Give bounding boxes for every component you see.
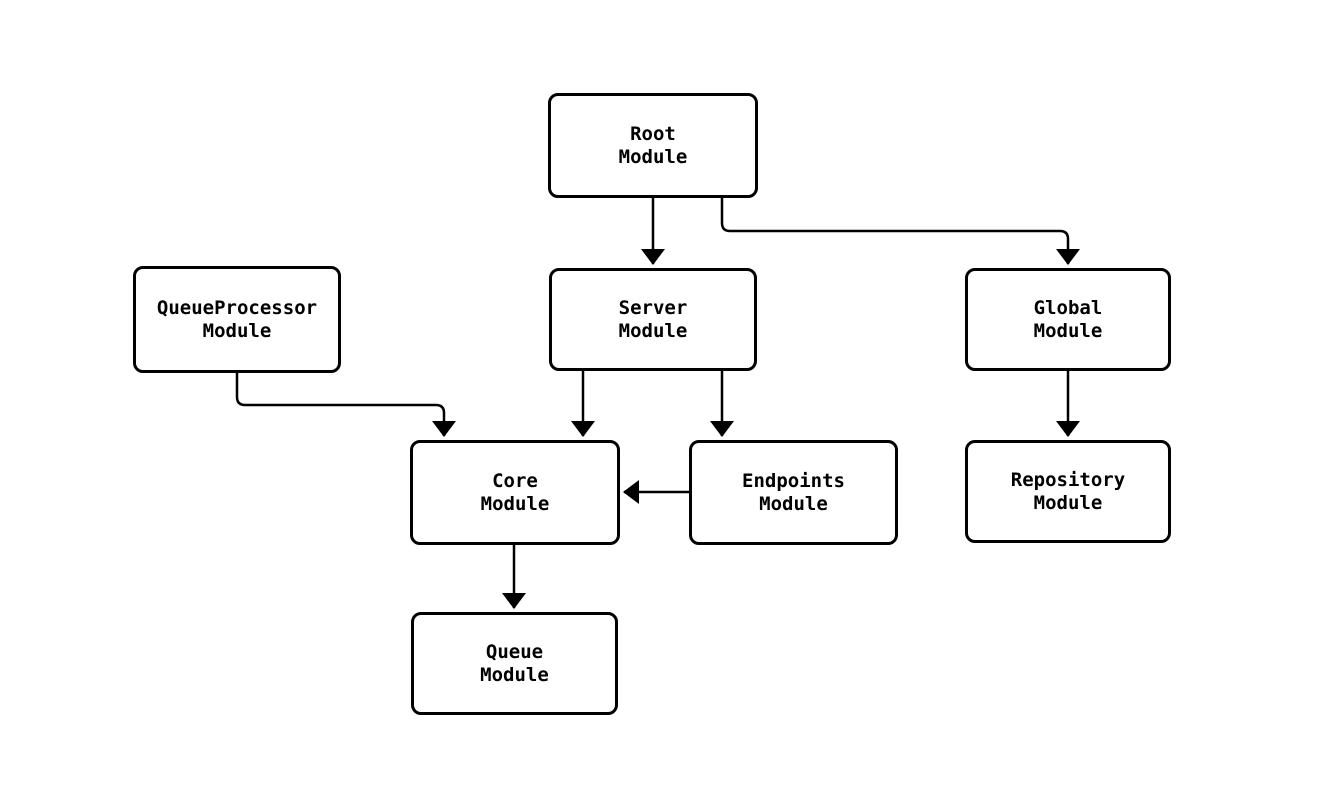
node-queue-module: Queue Module bbox=[411, 612, 618, 715]
node-repository-module: Repository Module bbox=[965, 440, 1171, 543]
edge-queueprocessor-to-core bbox=[235, 373, 456, 437]
node-server-module: Server Module bbox=[549, 268, 757, 371]
node-root-module: Root Module bbox=[548, 93, 758, 198]
node-global-module: Global Module bbox=[965, 268, 1171, 371]
node-endpoints-module: Endpoints Module bbox=[689, 440, 898, 545]
node-queueprocessor-module: QueueProcessor Module bbox=[133, 266, 341, 373]
edge-root-to-global bbox=[720, 198, 1080, 265]
node-core-module: Core Module bbox=[410, 440, 620, 545]
